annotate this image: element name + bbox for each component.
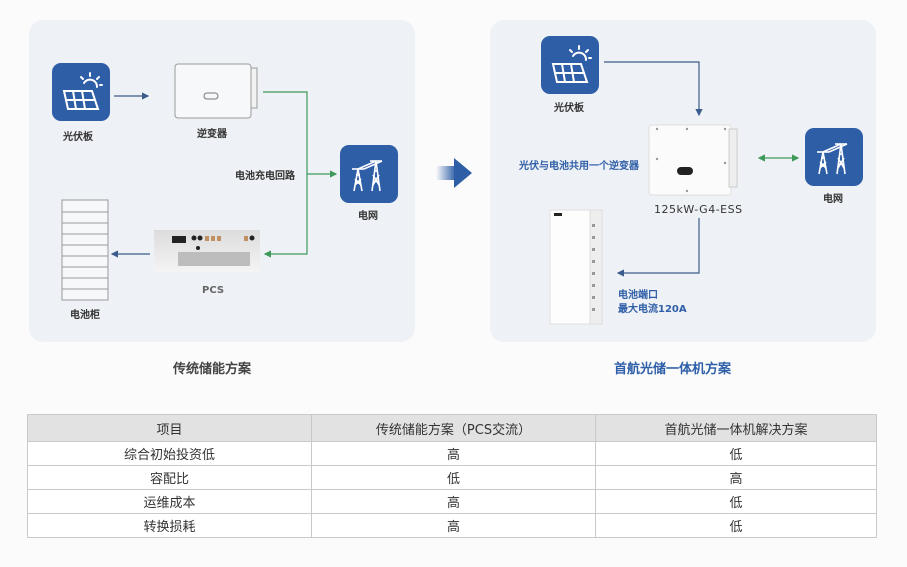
integrated-scheme-caption: 首航光储一体机方案 — [614, 362, 732, 377]
traditional-scheme-caption: 传统储能方案 — [173, 362, 252, 377]
shared-inverter-label: 光伏与电池共用一个逆变器 — [519, 161, 639, 172]
battery-cabinet-label: 电池柜 — [70, 310, 100, 321]
table-row: 转换损耗 高 低 — [27, 513, 877, 538]
row-integrated: 低 — [595, 441, 877, 466]
table-row: 容配比 低 高 — [27, 465, 877, 490]
row-integrated: 低 — [595, 513, 877, 538]
table-row: 综合初始投资低 高 低 — [27, 441, 877, 466]
table-header-row: 项目 传统储能方案（PCS交流） 首航光储一体机解决方案 — [27, 414, 877, 442]
pcs-label: PCS — [202, 285, 225, 296]
inverter-image — [173, 62, 261, 120]
battery-tower-image — [548, 208, 604, 328]
row-item: 容配比 — [27, 465, 312, 490]
battery-charge-loop-label: 电池充电回路 — [235, 171, 295, 182]
pcs-image — [152, 228, 262, 274]
inverter-model-label: 125kW-G4-ESS — [654, 203, 743, 216]
header-integrated: 首航光储一体机解决方案 — [595, 414, 877, 442]
power-grid-icon — [805, 128, 863, 186]
hybrid-inverter-image — [647, 123, 739, 197]
power-grid-icon — [340, 145, 398, 203]
row-item: 运维成本 — [27, 489, 312, 514]
battery-port-label: 电池端口 — [618, 290, 658, 301]
battery-max-current-label: 最大电流120A — [618, 304, 687, 315]
solar-panel-icon — [52, 63, 110, 121]
row-traditional: 高 — [311, 489, 596, 514]
header-item: 项目 — [27, 414, 312, 442]
left-pv-label: 光伏板 — [63, 132, 93, 143]
row-item: 转换损耗 — [27, 513, 312, 538]
right-pv-label: 光伏板 — [554, 103, 584, 114]
inverter-label: 逆变器 — [197, 129, 227, 140]
solar-panel-icon — [541, 36, 599, 94]
battery-cabinet-image — [60, 198, 110, 302]
left-grid-label: 电网 — [358, 211, 378, 222]
row-traditional: 高 — [311, 441, 596, 466]
row-integrated: 高 — [595, 465, 877, 490]
row-integrated: 低 — [595, 489, 877, 514]
transition-arrow-icon — [436, 155, 472, 191]
right-grid-label: 电网 — [823, 194, 843, 205]
header-traditional: 传统储能方案（PCS交流） — [311, 414, 596, 442]
comparison-table: 项目 传统储能方案（PCS交流） 首航光储一体机解决方案 综合初始投资低 高 低… — [27, 414, 877, 538]
row-item: 综合初始投资低 — [27, 441, 312, 466]
table-row: 运维成本 高 低 — [27, 489, 877, 514]
row-traditional: 高 — [311, 513, 596, 538]
row-traditional: 低 — [311, 465, 596, 490]
